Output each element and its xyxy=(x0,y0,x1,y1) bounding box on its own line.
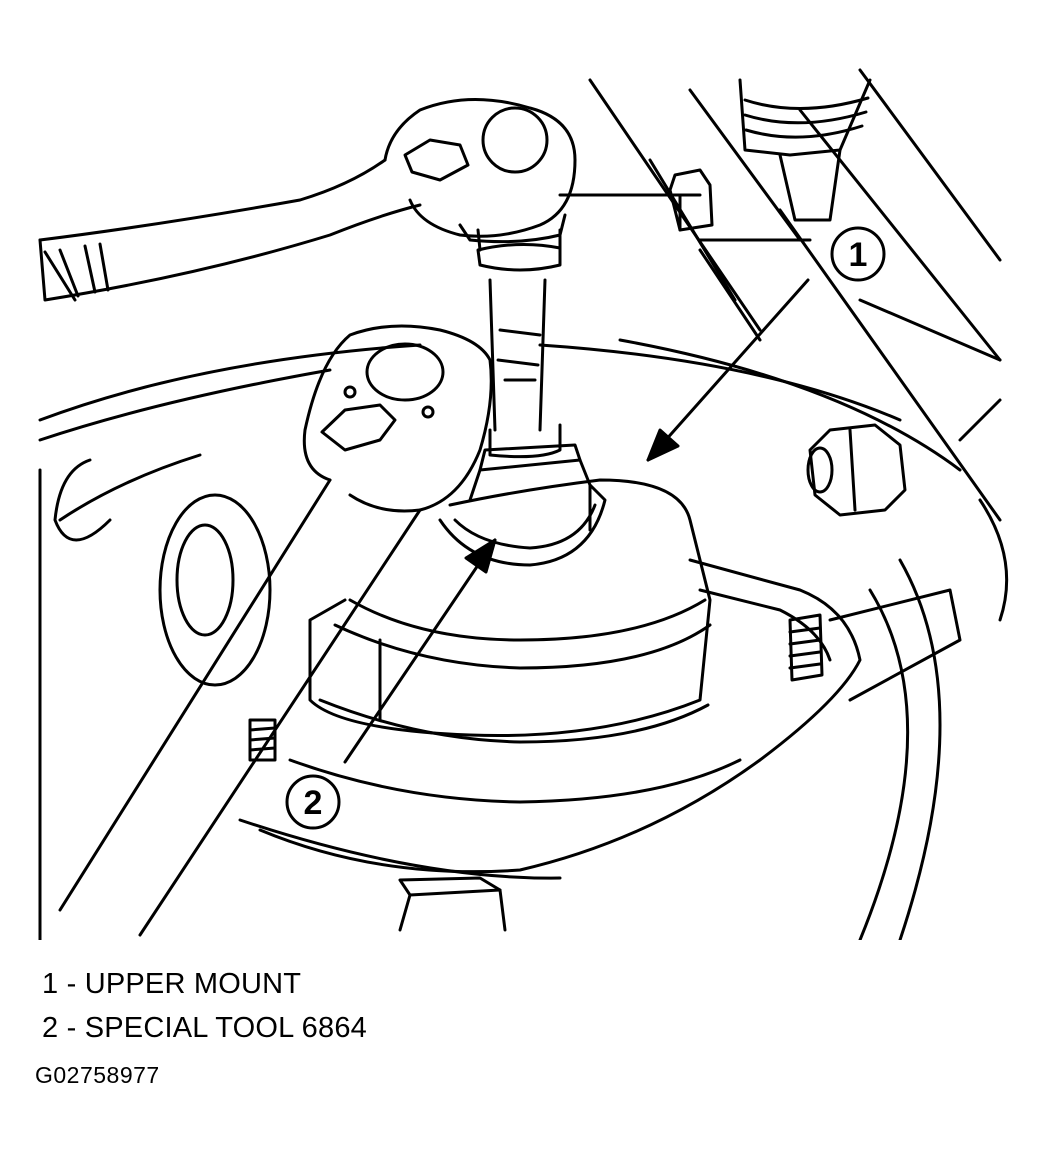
hose-fitting xyxy=(738,78,872,222)
front-ratchet-wrench xyxy=(58,324,493,937)
callout-2-leader xyxy=(343,538,497,764)
legend-item-upper-mount: 1 - UPPER MOUNT xyxy=(42,968,302,1000)
bottom-bracket xyxy=(398,876,507,932)
callout-1-number: 1 xyxy=(849,236,868,274)
callout-2-number: 2 xyxy=(304,784,323,822)
spring-seat-left xyxy=(53,458,272,687)
stud-right xyxy=(788,613,824,682)
figure-id: G02758977 xyxy=(35,1062,160,1088)
strut-tower-shell xyxy=(38,338,1009,940)
callout-1-leader xyxy=(646,278,810,462)
special-tool-socket xyxy=(438,423,607,567)
technical-illustration: 1 2 xyxy=(38,68,1009,940)
legend: 1 - UPPER MOUNT 2 - SPECIAL TOOL 6864 xyxy=(42,962,367,1050)
legend-item-special-tool: 2 - SPECIAL TOOL 6864 xyxy=(42,1012,367,1044)
callout-1-circle xyxy=(830,226,886,282)
hex-nut xyxy=(806,423,907,517)
stud-left xyxy=(248,718,277,762)
upper-mount-body xyxy=(238,478,742,880)
callout-2-circle xyxy=(285,774,341,830)
top-ratchet-wrench xyxy=(38,97,577,302)
small-bolt-top xyxy=(668,168,714,232)
